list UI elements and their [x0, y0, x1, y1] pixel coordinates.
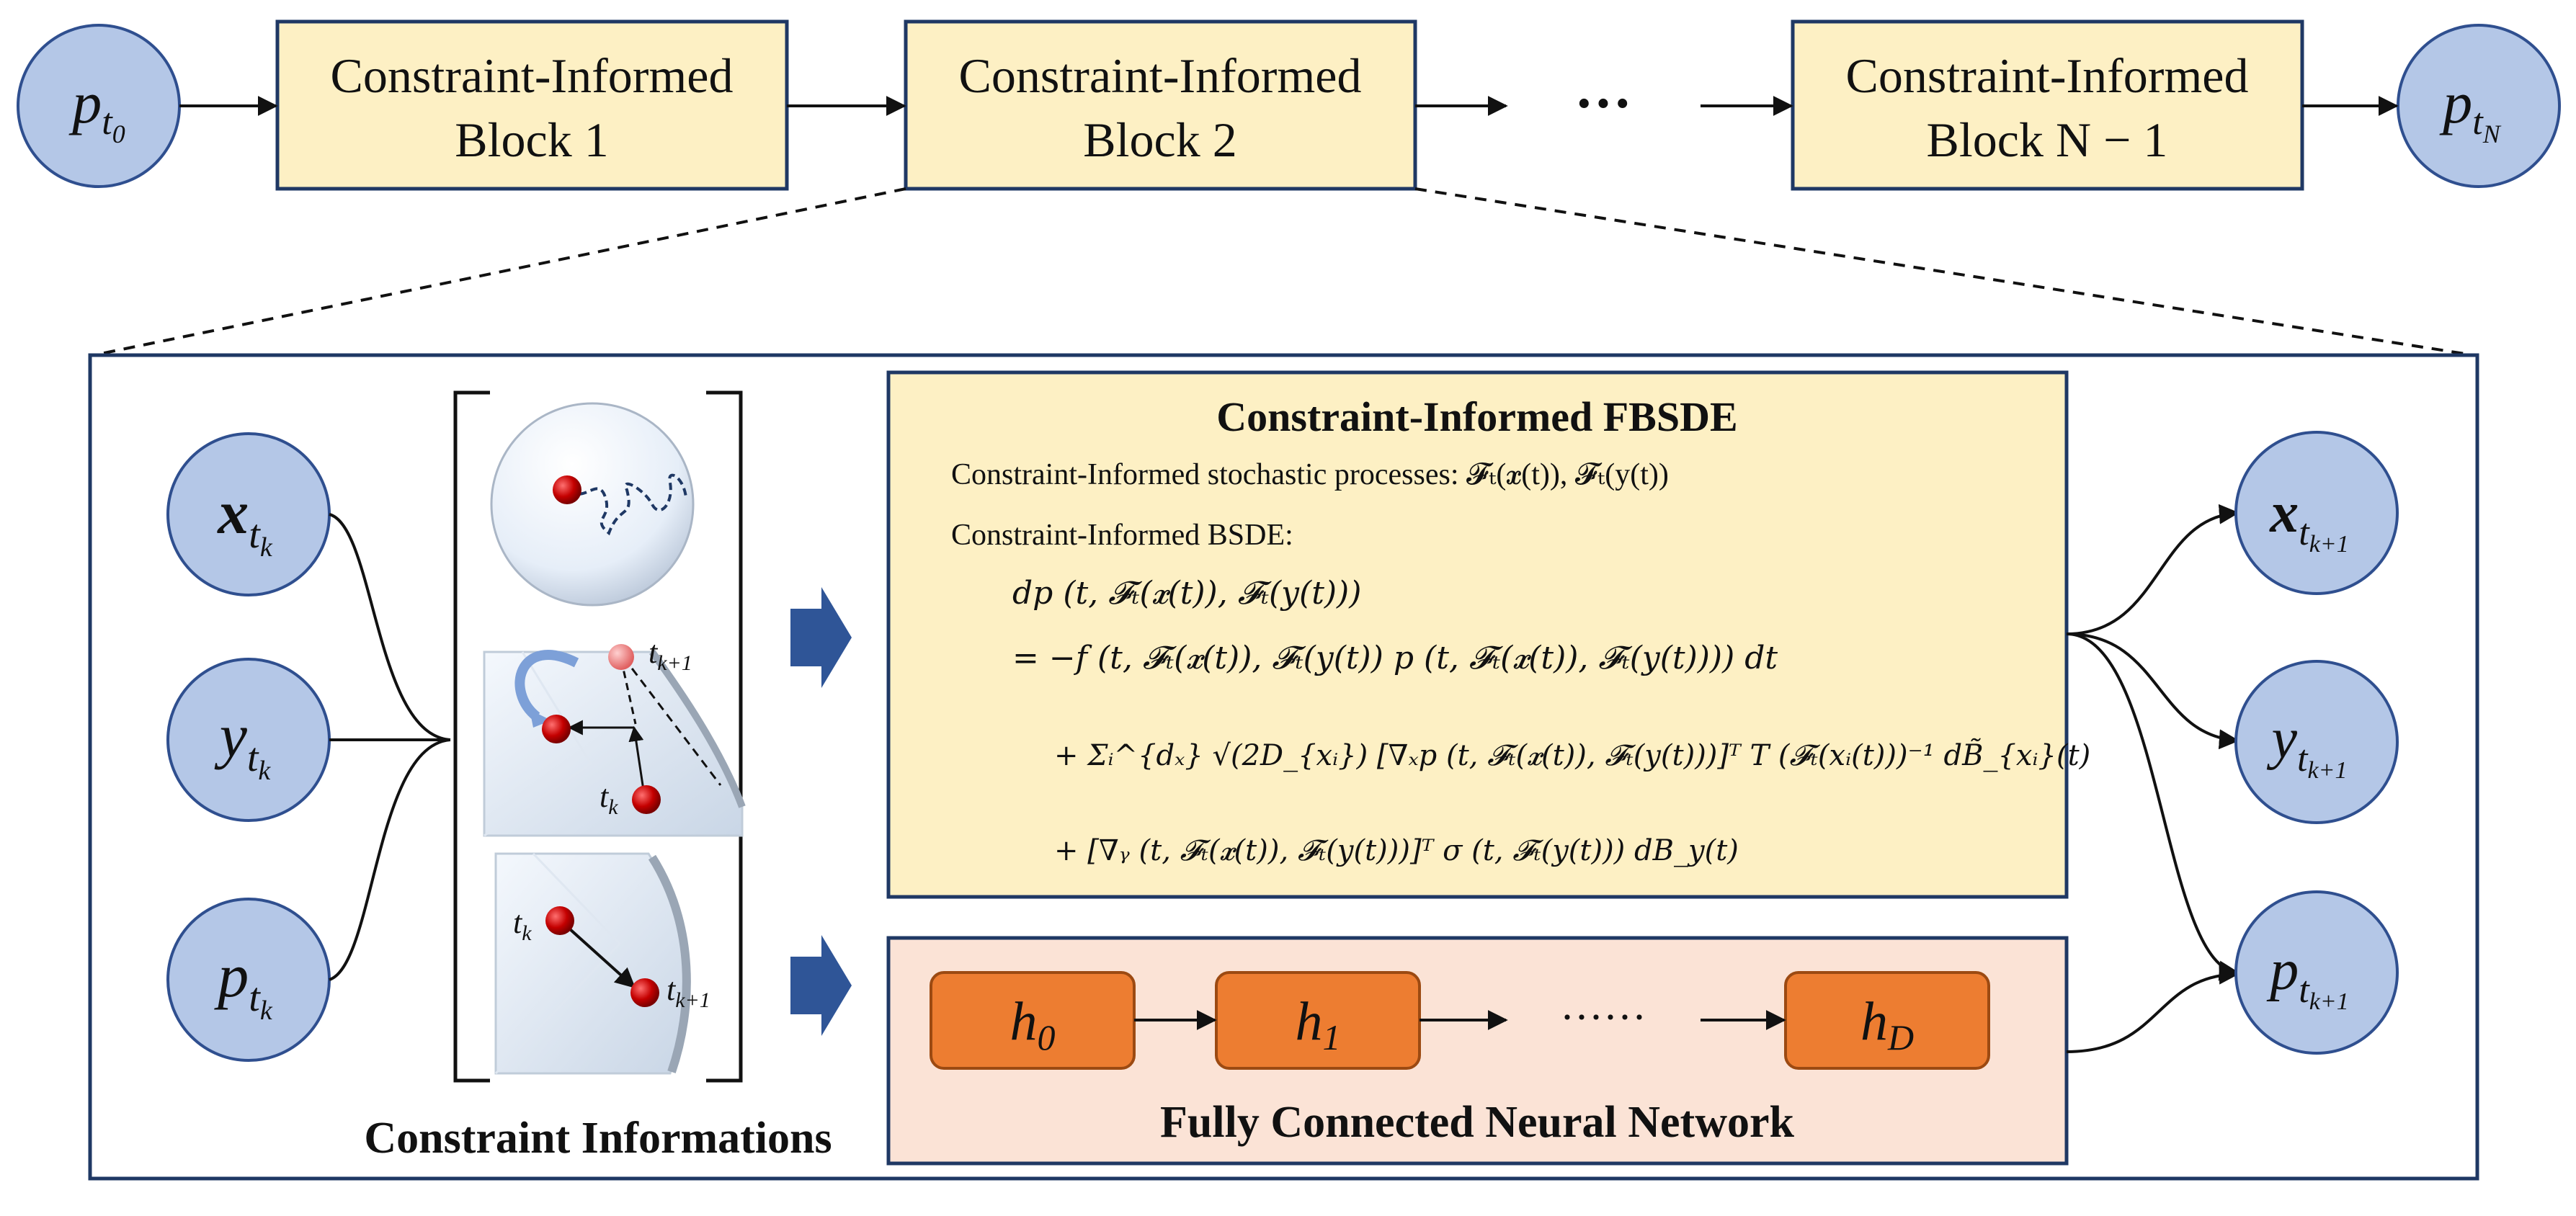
svg-text:tk: tk	[600, 779, 618, 819]
fbsde-bsde-label: Constraint-Informed BSDE:	[951, 519, 1293, 552]
svg-text:Block 2: Block 2	[1083, 112, 1236, 167]
output-node-x: xtk+1	[2234, 431, 2399, 595]
constraint-sphere-illustration	[490, 402, 695, 607]
constraint-bracket	[453, 390, 743, 1083]
fbsde-box: Constraint-Informed FBSDE Constraint-Inf…	[886, 370, 2090, 899]
particle-ball	[553, 475, 581, 504]
input-node-y: ytk	[166, 658, 331, 822]
svg-text:h0: h0	[1010, 991, 1056, 1058]
end-node: ptN	[2397, 24, 2561, 188]
output-node-y: ytk+1	[2234, 660, 2399, 824]
constraint-boundary-illustration: tk tk+1	[494, 852, 710, 1075]
particle-ball	[630, 978, 659, 1007]
block-arrow-to-fbsde	[790, 587, 852, 688]
svg-text:ptk: ptk	[213, 941, 273, 1026]
nn-box: h0 h1 ······ hD Fully Connected Neural N…	[886, 936, 2069, 1166]
nn-title: Fully Connected Neural Network	[1160, 1098, 1794, 1147]
svg-text:tk+1: tk+1	[667, 972, 710, 1012]
nn-ellipsis: ······	[1560, 993, 1646, 1041]
fbsde-processes-line: Constraint-Informed stochastic processes…	[951, 458, 1669, 491]
svg-text:ptN: ptN	[2439, 70, 2501, 148]
particle-ball-faded	[608, 644, 634, 670]
block-1: Constraint-Informed Block 1	[275, 19, 789, 191]
svg-text:Block N − 1: Block N − 1	[1927, 112, 2168, 167]
output-node-p: ptk+1	[2234, 890, 2399, 1055]
fbsde-equation-4: + [∇ᵧ (t, 𝓕ₜ(𝒙(t)), 𝓕ₜ(y(t)))]ᵀ σ (t, 𝓕ₜ…	[1054, 834, 1739, 867]
svg-text:hD: hD	[1860, 991, 1914, 1058]
zoom-line-left	[93, 187, 906, 357]
svg-text:ytk: ytk	[214, 701, 272, 786]
input-node-x: xtk	[166, 432, 331, 596]
output-lines	[2066, 504, 2239, 1053]
svg-text:h1: h1	[1296, 991, 1341, 1058]
fbsde-title: Constraint-Informed FBSDE	[1216, 393, 1737, 440]
nn-node-hd: hD	[1784, 971, 1990, 1070]
constraint-caption: Constraint Informations	[364, 1114, 832, 1163]
block-2: Constraint-Informed Block 2	[904, 19, 1417, 191]
pipeline-ellipsis: ···	[1574, 72, 1632, 135]
svg-text:ytk+1: ytk+1	[2266, 707, 2347, 784]
zoom-line-right	[1414, 187, 2474, 357]
input-merge-lines	[329, 513, 451, 981]
nn-node-h0: h0	[930, 971, 1136, 1070]
input-node-p: ptk	[166, 898, 331, 1062]
block-n-minus-1: Constraint-Informed Block N − 1	[1791, 19, 2304, 191]
particle-ball	[542, 715, 571, 743]
start-node: pt0	[17, 24, 181, 188]
svg-text:tk: tk	[513, 905, 532, 945]
particle-ball	[545, 906, 574, 935]
nn-node-h1: h1	[1215, 971, 1421, 1070]
fbsde-equation-3: + Σᵢ^{dₓ} √(2D_{xᵢ}) [∇ₓp (t, 𝓕ₜ(𝒙(t)), …	[1054, 738, 2090, 772]
block-arrow-to-nn	[790, 935, 852, 1036]
svg-text:Constraint-Informed: Constraint-Informed	[1846, 48, 2249, 103]
svg-text:Constraint-Informed: Constraint-Informed	[331, 48, 734, 103]
pipeline: pt0 Constraint-Informed Block 1 Constrai…	[17, 19, 2561, 191]
svg-text:xtk: xtk	[216, 478, 273, 563]
constraint-projection-illustration: tk+1 tk	[483, 635, 746, 837]
svg-text:Block 1: Block 1	[455, 112, 608, 167]
svg-text:pt0: pt0	[68, 70, 125, 148]
svg-text:Constraint-Informed: Constraint-Informed	[959, 48, 1362, 103]
fbsde-equation-2: = −f (t, 𝓕ₜ(𝒙(t)), 𝓕ₜ(y(t)) p (t, 𝓕ₜ(𝒙(t…	[1012, 640, 1778, 676]
fbsde-equation-1: dp (t, 𝓕ₜ(𝒙(t)), 𝓕ₜ(y(t)))	[1012, 575, 1361, 612]
svg-text:xtk+1: xtk+1	[2269, 481, 2349, 558]
svg-text:tk+1: tk+1	[649, 635, 692, 675]
particle-ball	[632, 785, 661, 814]
svg-text:ptk+1: ptk+1	[2266, 939, 2349, 1015]
